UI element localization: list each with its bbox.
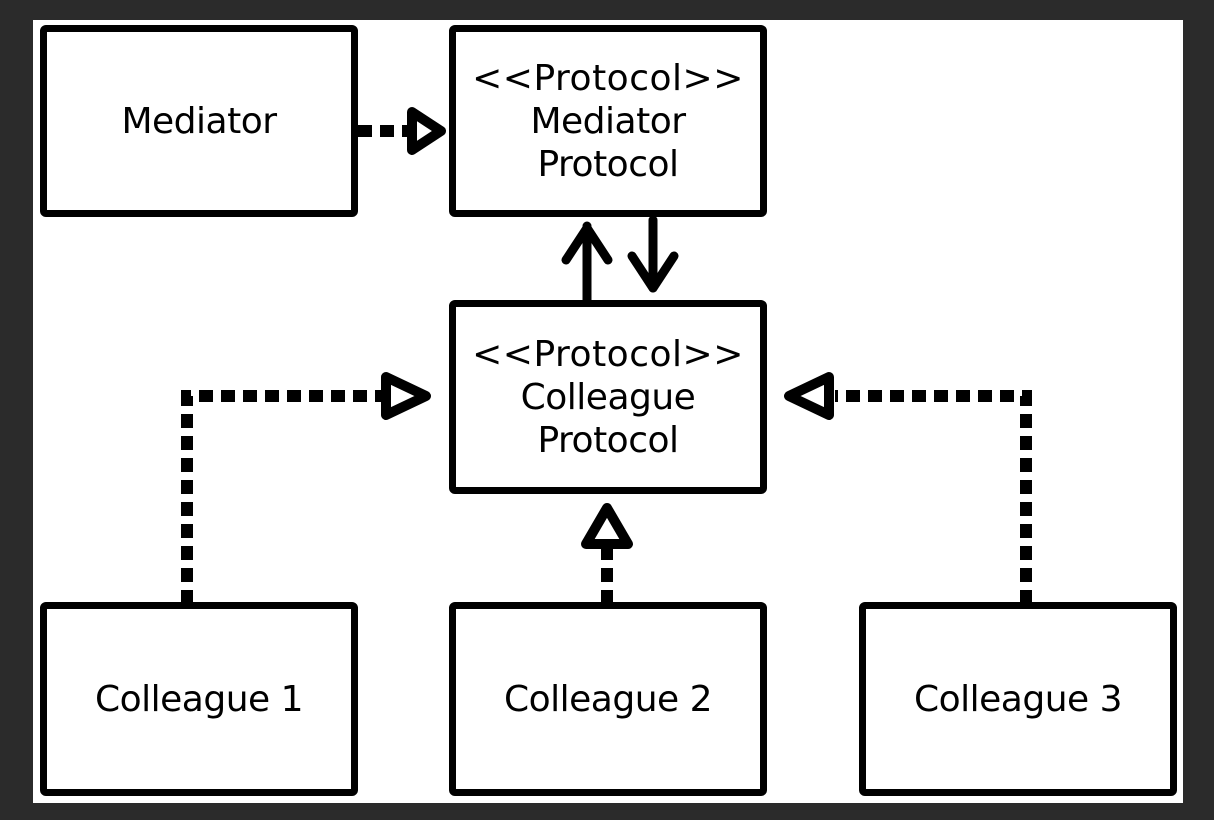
stereotype-label: <<Protocol>> [472, 57, 744, 99]
colleague-1-box: Colleague 1 [40, 602, 358, 796]
realization-line-colleague-1 [181, 390, 382, 604]
mediator-box: Mediator [40, 25, 358, 217]
triangle-head-icon [581, 503, 633, 549]
stereotype-label: <<Protocol>> [472, 333, 744, 375]
colleague-3-box: Colleague 3 [859, 602, 1177, 796]
colleague-protocol-label: Protocol [537, 419, 679, 461]
triangle-head-icon [381, 372, 431, 420]
triangle-head-icon [784, 372, 834, 420]
colleague-2-box: Colleague 2 [449, 602, 767, 796]
colleague-1-label: Colleague 1 [94, 678, 304, 720]
colleague-protocol-label: Colleague [520, 376, 696, 418]
colleague-3-label: Colleague 3 [913, 678, 1123, 720]
realization-line-colleague-3 [835, 390, 1032, 604]
triangle-head-icon [407, 107, 446, 155]
mediator-protocol-label: Protocol [537, 143, 679, 185]
arrow-down-icon [627, 251, 679, 293]
mediator-label: Mediator [121, 100, 277, 142]
mediator-protocol-label: Mediator [530, 100, 686, 142]
mediator-protocol-box: <<Protocol>> Mediator Protocol [449, 25, 767, 217]
colleague-2-label: Colleague 2 [503, 678, 713, 720]
colleague-protocol-box: <<Protocol>> Colleague Protocol [449, 300, 767, 494]
arrow-up-icon [561, 223, 613, 265]
